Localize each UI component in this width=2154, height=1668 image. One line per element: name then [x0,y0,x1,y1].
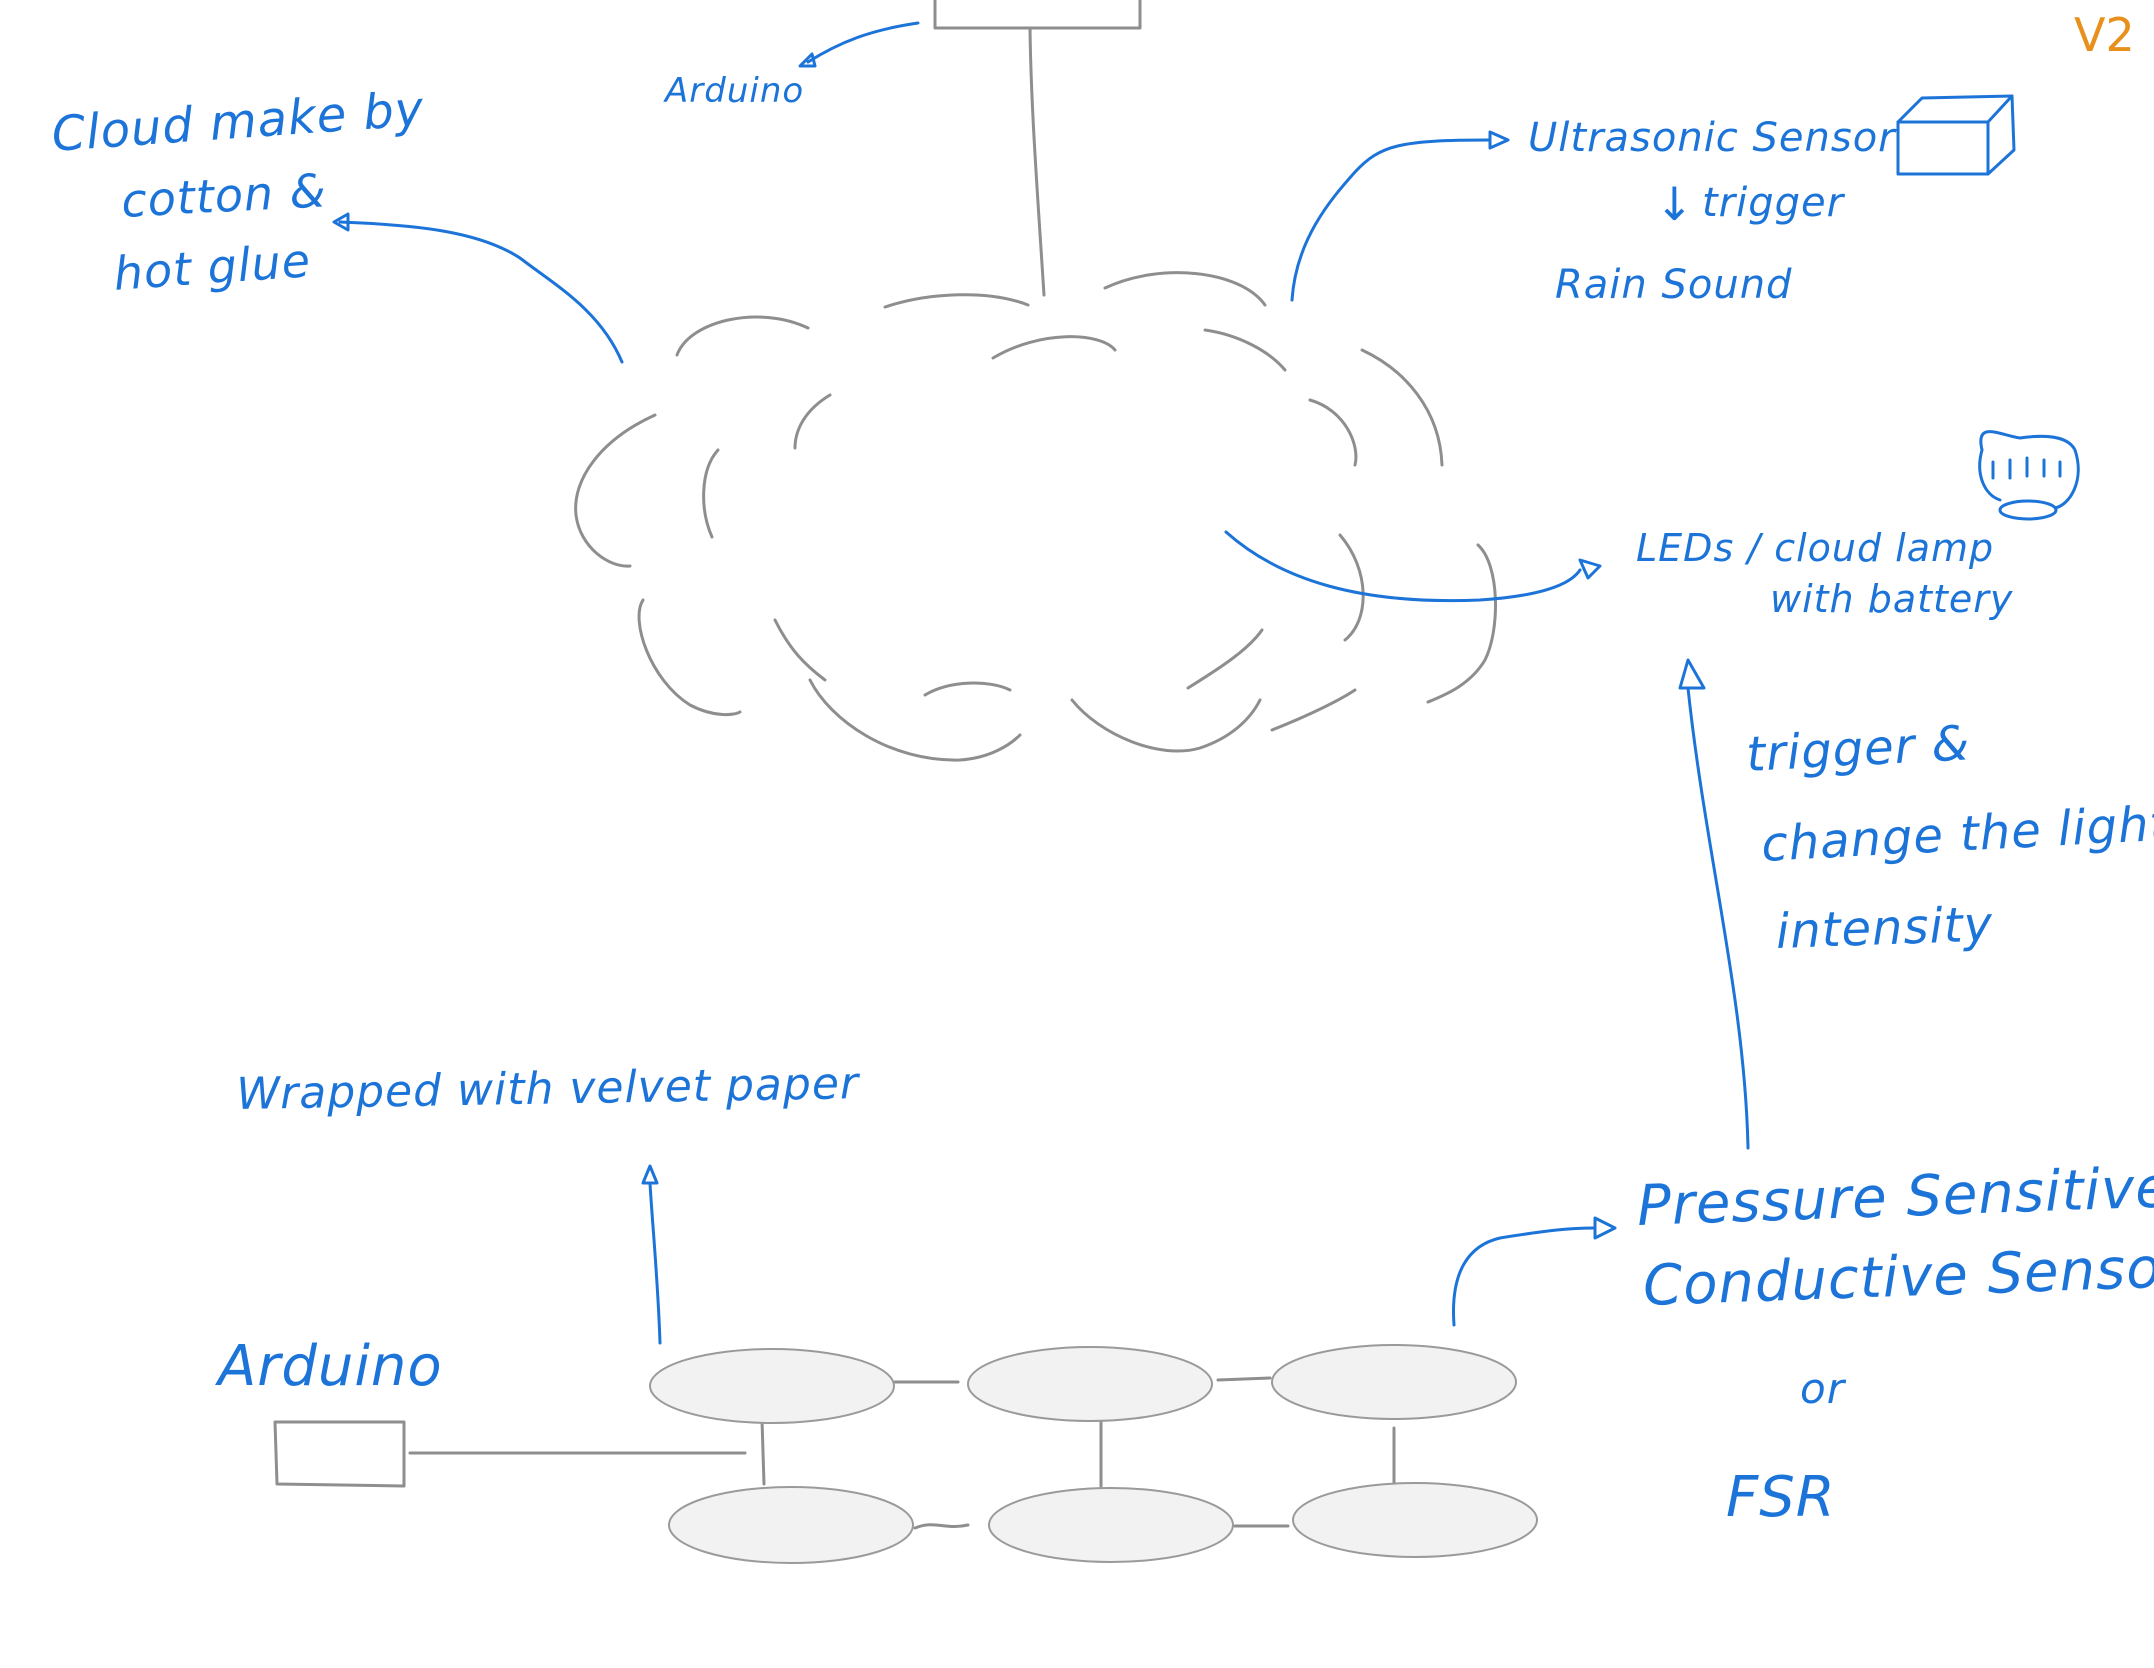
pressure-pad-grid [649,1344,1538,1564]
arduino-top-label: Arduino [665,71,805,111]
pressure-pad [967,1346,1213,1422]
version-label: V2 [2074,8,2135,62]
pressure-pad [1292,1482,1538,1558]
cloud-material-label-line2: cotton & [119,163,328,228]
hanging-arduino-box [933,0,1142,297]
leds-label-line2: with battery [1770,577,2014,621]
trigger-light-label-line3: intensity [1774,896,1994,960]
cloud-sketch [574,271,1497,762]
ultrasonic-sensor-box-icon [1896,94,2016,176]
arduino-bottom-label: Arduino [218,1334,443,1399]
rain-sound-label: Rain Sound [1555,262,1793,308]
trigger-light-label-line1: trigger & [1744,715,1972,783]
ultrasonic-sensor-label: Ultrasonic Sensor [1528,115,1896,161]
trigger-label: trigger [1702,180,1845,226]
arduino-box-icon [273,1420,747,1488]
pressure-pad [988,1487,1234,1563]
pressure-pad [1271,1344,1517,1420]
pressure-pad [649,1348,895,1424]
or-label: or [1800,1364,1845,1413]
cloud-lamp-icon [1978,430,2080,521]
leds-label-line1: LEDs / cloud lamp [1636,526,1995,570]
trigger-down-arrow: ↓ [1655,177,1695,231]
annotation-arrows [332,21,1750,1345]
pressure-pad [668,1486,914,1564]
fsr-label: FSR [1726,1465,1836,1530]
